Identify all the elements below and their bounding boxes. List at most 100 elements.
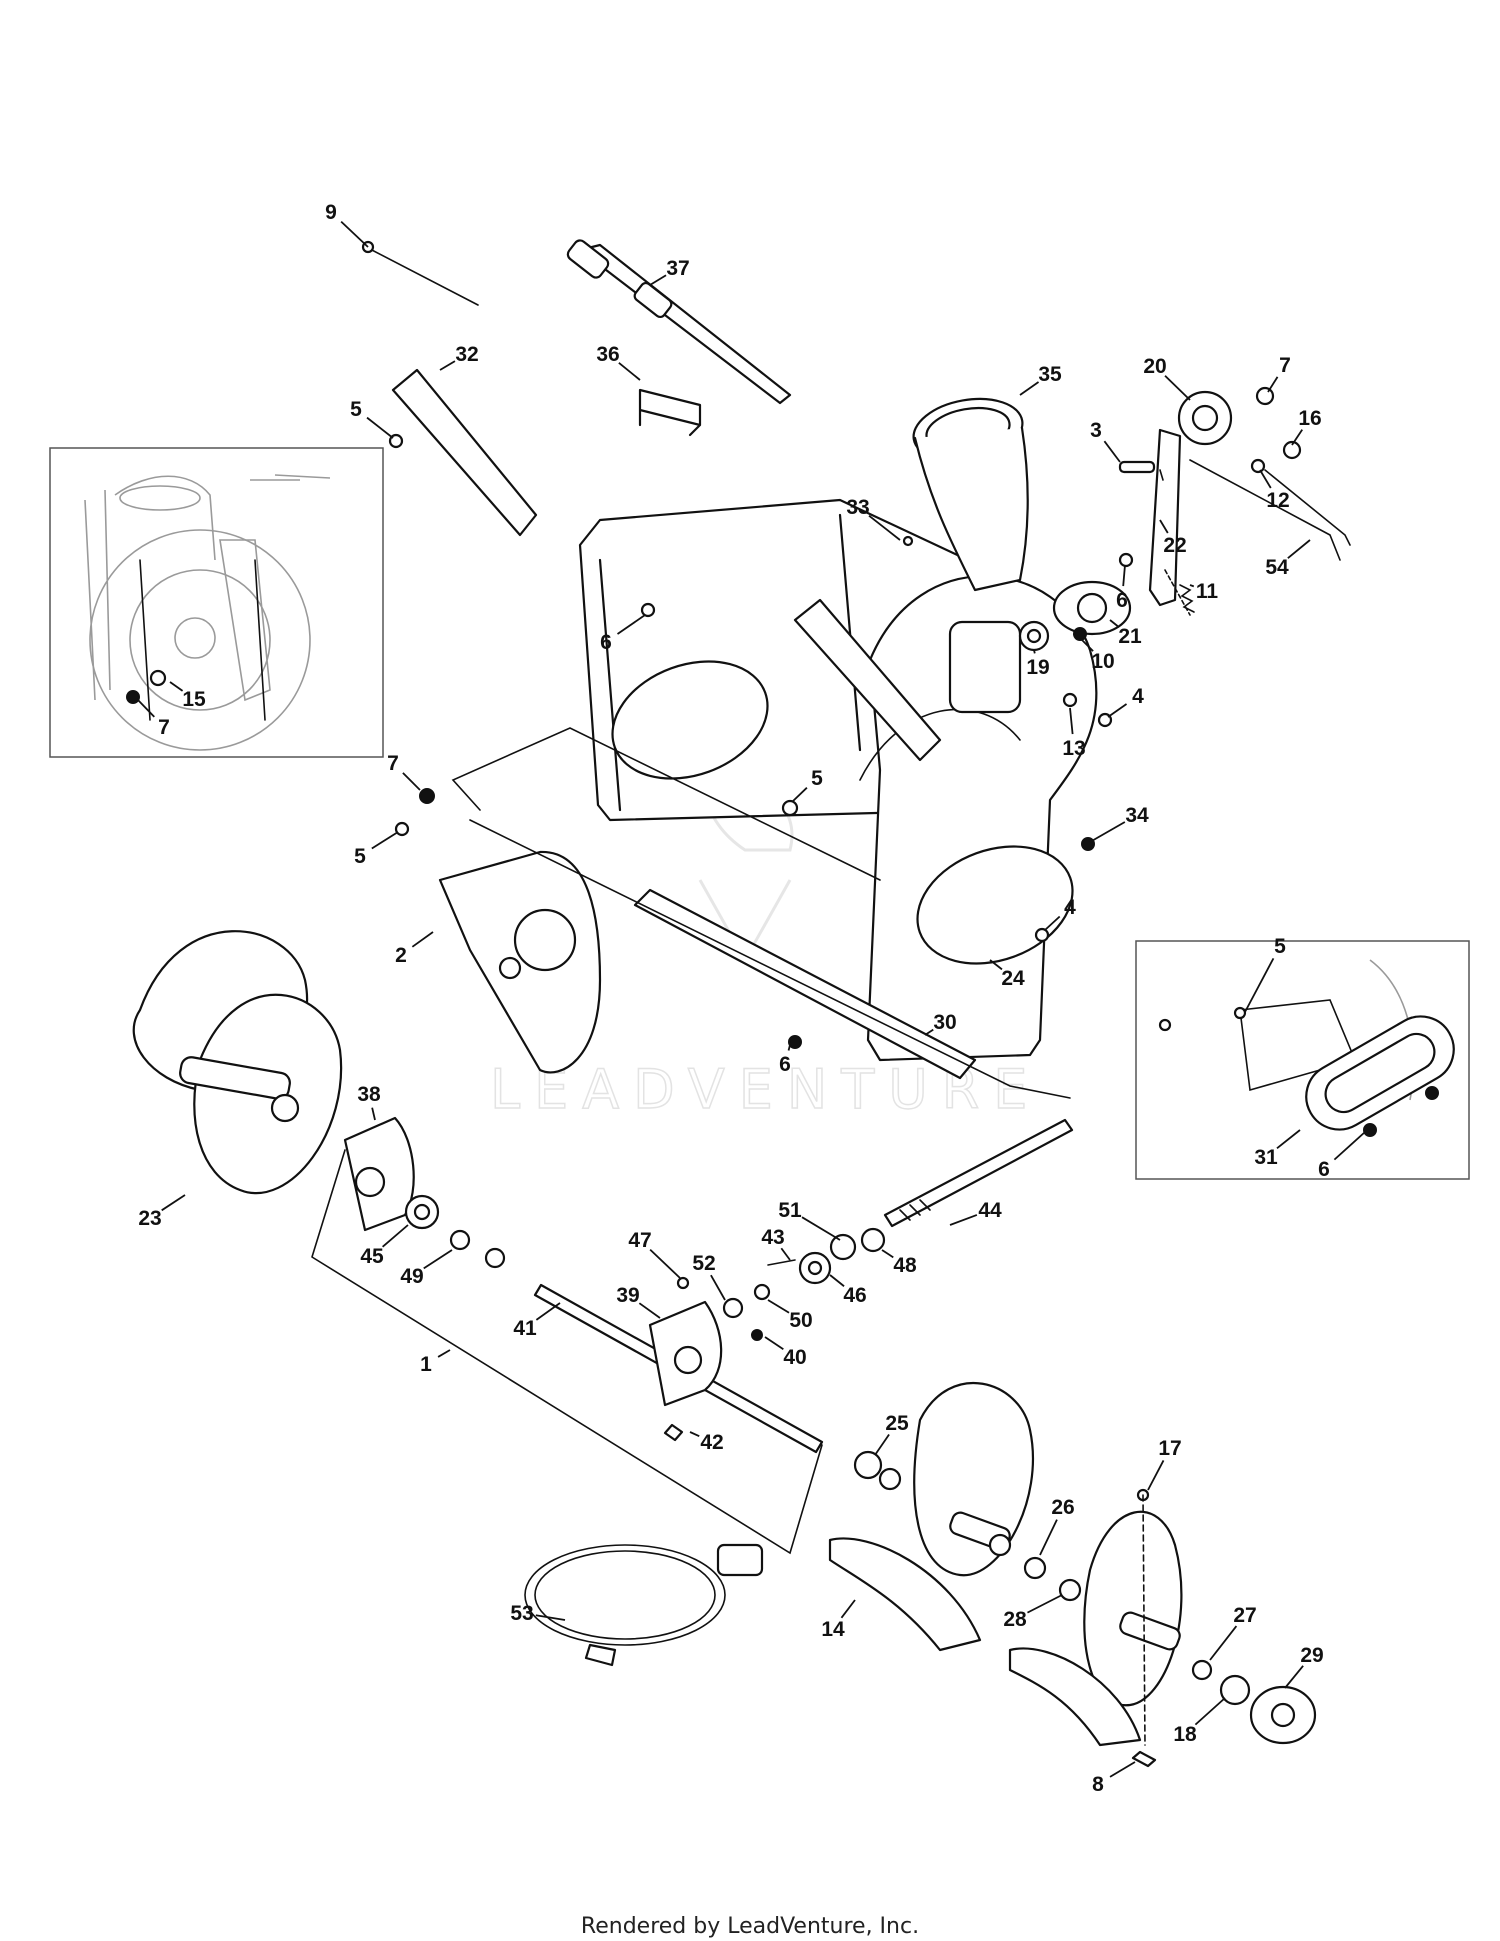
callout-number: 31 [1254, 1146, 1278, 1169]
callout-leader [1164, 375, 1191, 401]
callout-leader [638, 1302, 661, 1319]
bearing-18 [1219, 1674, 1251, 1706]
callout-leader [371, 831, 399, 850]
callout-leader [1107, 703, 1128, 718]
callout-number: 9 [325, 201, 337, 224]
callout-34: 34 [1089, 804, 1149, 843]
washer-27 [1191, 1659, 1213, 1681]
nut-16 [1282, 440, 1302, 460]
callout-leader [1081, 639, 1094, 652]
callout-leader [1333, 1131, 1366, 1161]
nut-7-top [1255, 386, 1275, 406]
callout-33: 33 [846, 496, 901, 541]
callout-number: 20 [1143, 355, 1166, 378]
auger-14 [828, 1381, 1035, 1652]
washer-50 [753, 1283, 771, 1301]
callout-17: 17 [1147, 1437, 1182, 1491]
callout-number: 50 [789, 1309, 812, 1332]
nut-40 [751, 1329, 763, 1341]
callout-number: 33 [846, 496, 869, 519]
callout-leader [1109, 1761, 1136, 1778]
nut-6-upper [640, 602, 656, 618]
callout-number: 6 [600, 631, 612, 654]
callout-number: 19 [1026, 656, 1049, 679]
callout-number: 23 [138, 1207, 161, 1230]
callout-7: 7 [137, 699, 170, 739]
callout-leader [710, 1274, 726, 1301]
bolt-4-lower [1034, 927, 1050, 943]
callout-22: 22 [1159, 519, 1187, 557]
callout-43: 43 [761, 1226, 791, 1261]
handle-32-installed [793, 598, 942, 762]
auger-right [1008, 1510, 1183, 1747]
callout-26: 26 [1039, 1496, 1075, 1556]
callout-leader [649, 274, 667, 286]
bolt-5-inset-b [1158, 1018, 1172, 1032]
callout-number: 12 [1266, 489, 1289, 512]
footer-credit: Rendered by LeadVenture, Inc. [581, 1914, 919, 1939]
bearing-28 [1058, 1578, 1082, 1602]
worm-shaft-44 [883, 1118, 1074, 1228]
cable-54 [1264, 469, 1351, 546]
nut-inset-a [1425, 1086, 1439, 1100]
callout-number: 38 [357, 1083, 381, 1106]
callout-leader [924, 1028, 934, 1036]
callout-8: 8 [1092, 1761, 1136, 1796]
callout-number: 42 [700, 1431, 723, 1454]
callout-number: 27 [1233, 1604, 1256, 1627]
callout-number: 4 [1064, 896, 1076, 919]
watermark-text: LEADVENTURE [490, 1058, 1041, 1121]
callout-number: 13 [1062, 737, 1085, 760]
callout-49: 49 [400, 1249, 453, 1288]
nut-6-inset [1363, 1123, 1377, 1137]
auger-23 [132, 930, 343, 1195]
callout-leader [618, 362, 641, 381]
callout-number: 7 [1279, 354, 1291, 377]
callout-leader [1033, 649, 1036, 654]
callout-leader [840, 1599, 856, 1619]
callout-15: 15 [169, 681, 206, 711]
callout-number: 53 [510, 1602, 533, 1625]
callout-number: 7 [387, 752, 399, 775]
callout-number: 8 [1092, 1773, 1104, 1796]
callout-50: 50 [767, 1299, 813, 1332]
callout-leader [1276, 1129, 1301, 1149]
callout-21: 21 [1109, 619, 1142, 648]
callout-leader [791, 787, 808, 803]
key-43 [767, 1259, 796, 1266]
callout-52: 52 [692, 1252, 726, 1301]
callout-number: 6 [779, 1053, 791, 1076]
callout-leader [340, 220, 369, 248]
inset-skid-shoe-detail [1135, 940, 1470, 1180]
chute-crank-rod-37 [566, 239, 792, 405]
callout-4: 4 [1044, 896, 1076, 931]
bolt-33 [902, 535, 914, 547]
callout-leader [949, 1214, 978, 1226]
callout-number: 6 [1116, 589, 1128, 612]
callout-number: 36 [596, 343, 619, 366]
callout-number: 10 [1091, 650, 1114, 673]
callout-leader [1069, 707, 1074, 735]
callout-number: 43 [761, 1226, 784, 1249]
callout-16: 16 [1291, 407, 1322, 446]
discharge-chute-35 [912, 397, 1029, 592]
callout-number: 15 [182, 688, 206, 711]
callout-30: 30 [924, 1011, 957, 1036]
callout-4: 4 [1107, 685, 1144, 718]
callout-number: 47 [628, 1229, 651, 1252]
callout-leader [1122, 564, 1126, 587]
callout-leader [689, 1431, 700, 1438]
callout-number: 45 [360, 1245, 384, 1268]
callout-leader [402, 772, 421, 791]
callout-number: 4 [1132, 685, 1144, 708]
callout-number: 29 [1300, 1644, 1323, 1667]
callout-number: 37 [666, 257, 689, 280]
callout-leader [1267, 376, 1279, 393]
shave-plate-30 [633, 888, 977, 1080]
callout-leader [1291, 429, 1303, 446]
callout-leader [169, 681, 184, 692]
callout-leader [764, 1336, 784, 1350]
callout-53: 53 [510, 1602, 566, 1625]
callout-leader [371, 1107, 376, 1121]
callout-25: 25 [874, 1412, 909, 1456]
